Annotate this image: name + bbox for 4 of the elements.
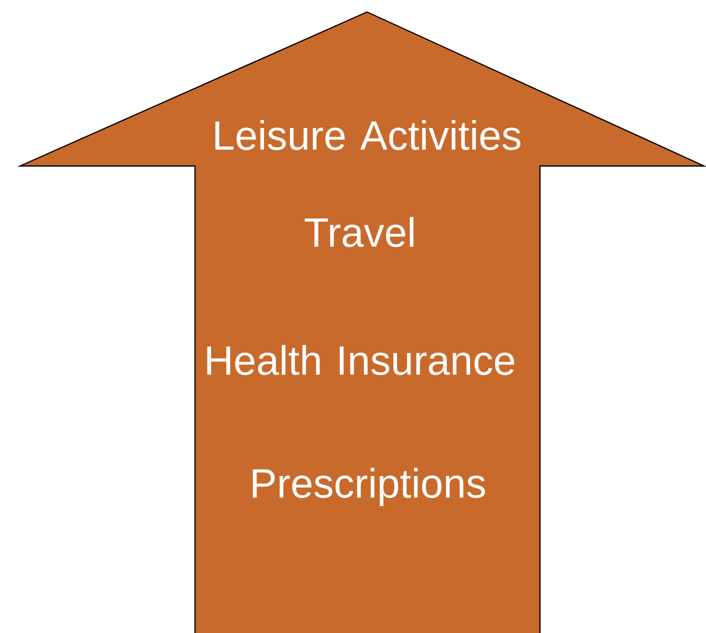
arrow-text: Prescriptions: [252, 468, 485, 506]
arrow-text: Travel: [304, 216, 414, 248]
arrow-text: Health Insurance: [207, 344, 514, 376]
arrow-text: Leisure Activities: [215, 120, 520, 150]
